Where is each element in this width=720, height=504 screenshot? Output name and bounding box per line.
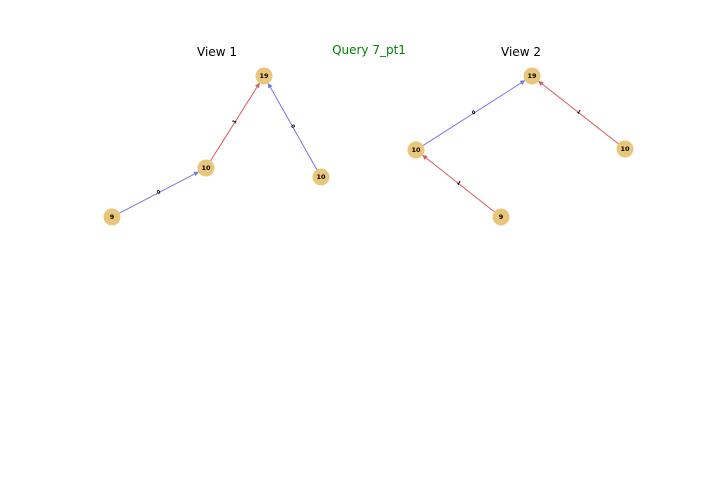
- node-label: 19: [527, 72, 537, 80]
- view-1-node-b: 10: [197, 159, 215, 177]
- node-label: 10: [620, 145, 630, 153]
- node-circle: [492, 208, 510, 226]
- view-2-edge-c-a: [538, 80, 619, 145]
- node-label: 9: [110, 213, 115, 221]
- node-circle: [103, 208, 121, 226]
- view-2-title: View 2: [501, 45, 541, 59]
- node-label: 10: [411, 146, 421, 154]
- view-1-edge-label: 0: [156, 189, 162, 196]
- node-label: 10: [201, 164, 211, 172]
- view-1-edges: 010: [119, 82, 318, 214]
- node-circle: [407, 141, 425, 159]
- view-1-node-c: 10: [312, 168, 330, 186]
- node-label: 10: [316, 173, 326, 181]
- view-2-edge-label: 0: [471, 109, 478, 116]
- query-title: Query 7_pt1: [332, 43, 406, 57]
- view-2-node-b: 10: [407, 141, 425, 159]
- view-2-node-c: 10: [616, 140, 634, 158]
- node-circle: [255, 67, 273, 85]
- node-label: 19: [259, 72, 269, 80]
- view-1-edge-label: 1: [232, 118, 239, 125]
- view-1-edge-label: 0: [289, 124, 296, 130]
- view-1-node-a: 19: [255, 67, 273, 85]
- view-1-edge-c-a: [267, 82, 318, 170]
- node-circle: [197, 159, 215, 177]
- view-2-edge-d-b: [422, 154, 495, 213]
- node-circle: [312, 168, 330, 186]
- node-label: 9: [499, 213, 504, 221]
- view-1-title: View 1: [197, 45, 237, 59]
- view-2-node-d: 9: [492, 208, 510, 226]
- view-2-panel: View 2 0 1 1 19 10 10 9: [407, 45, 634, 226]
- view-2-edge-label: 1: [575, 109, 582, 116]
- view-2-node-a: 19: [523, 67, 541, 85]
- view-1-edge-b-a: [210, 82, 260, 162]
- view-2-edges: 0 1 1: [422, 80, 619, 213]
- view-1-edge-d-b: [119, 171, 199, 214]
- view-1-node-d: 9: [103, 208, 121, 226]
- node-circle: [523, 67, 541, 85]
- view-2-edge-label: 1: [455, 180, 462, 187]
- view-2-edge-b-a: [422, 80, 526, 146]
- node-circle: [616, 140, 634, 158]
